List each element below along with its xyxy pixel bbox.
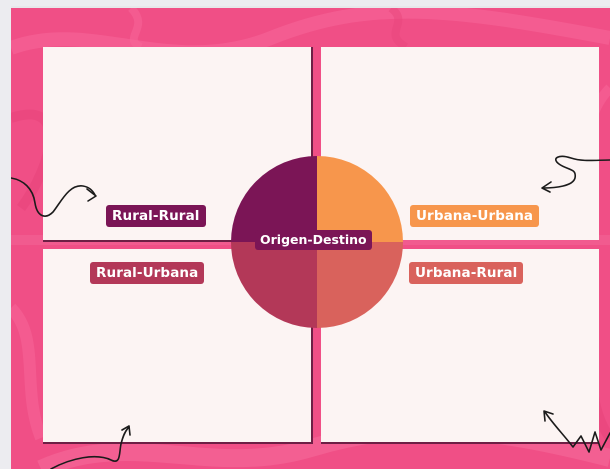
- label-urbana-urbana: Urbana-Urbana: [410, 205, 540, 227]
- label-rural-urbana: Rural-Urbana: [90, 262, 205, 284]
- circle-segment-top-left: [231, 156, 317, 242]
- circle-segment-bottom-right: [317, 242, 403, 328]
- center-label: Origen-Destino: [255, 230, 372, 250]
- slide: Rural-Rural Urbana-Urbana Rural-Urbana U…: [11, 6, 610, 469]
- circle-segment-bottom-left: [231, 242, 317, 328]
- circle-segment-top-right: [317, 156, 403, 242]
- label-rural-rural: Rural-Rural: [106, 205, 206, 227]
- label-urbana-rural: Urbana-Rural: [409, 262, 524, 284]
- center-circle: [231, 156, 403, 328]
